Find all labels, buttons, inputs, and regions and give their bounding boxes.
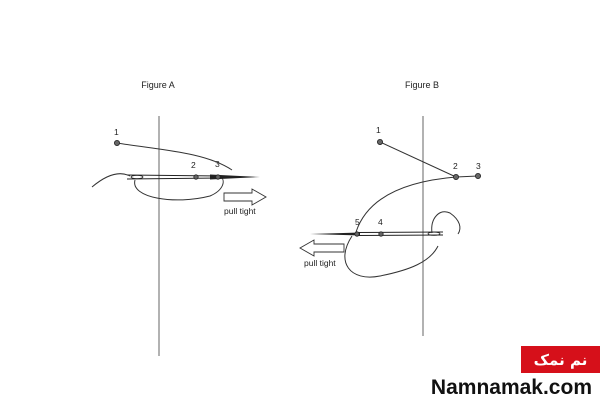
figure-b-label-4: 4	[378, 217, 383, 227]
figure-a-thread-loop	[134, 175, 224, 201]
figure-b-point-4	[378, 231, 384, 237]
brand-logo-text: نم نمک	[533, 350, 588, 369]
figure-b-label-3: 3	[476, 161, 481, 171]
figure-b-label-1: 1	[376, 125, 381, 135]
figure-a-needle	[126, 174, 260, 180]
figure-a-thread-top	[116, 142, 233, 171]
figure-a-label-2: 2	[191, 160, 196, 170]
figure-a-point-2	[193, 174, 199, 180]
figure-a-label-3: 3	[215, 159, 220, 169]
figure-b-pull-label: pull tight	[304, 258, 336, 268]
figure-b-pull-arrow	[299, 239, 345, 257]
figure-b-point-2	[452, 173, 459, 180]
brand-logo: نم نمک	[521, 346, 600, 373]
figure-b-thread-loop	[344, 235, 439, 278]
figure-b-point-5	[354, 231, 360, 237]
figure-b-thread-2-3	[455, 175, 479, 178]
figure-a-point-1	[114, 139, 121, 146]
figure-b-label-5: 5	[355, 217, 360, 227]
figure-b-point-1	[376, 138, 383, 145]
figure-b-thread-1-2	[379, 141, 457, 178]
figure-b-needle	[310, 231, 444, 236]
figure-b-point-3	[474, 172, 481, 179]
figure-a-pull-label: pull tight	[224, 206, 256, 216]
figure-a-label-1: 1	[114, 127, 119, 137]
figure-b-thread-to-5	[355, 176, 457, 233]
figure-a: Figure A 1 2 3 pull tight	[91, 80, 267, 356]
figure-b-thread-tail	[431, 211, 461, 235]
figure-a-pull-arrow	[223, 188, 267, 206]
site-name: Namnamak.com	[430, 376, 592, 399]
figure-b-title: Figure B	[405, 80, 439, 90]
figure-b-label-2: 2	[453, 161, 458, 171]
figure-a-point-3	[215, 174, 221, 180]
figure-a-thread-tail	[91, 173, 131, 188]
figure-b: Figure B 1 2 3 4 5 pull tight	[299, 80, 481, 336]
figure-a-title: Figure A	[141, 80, 175, 90]
